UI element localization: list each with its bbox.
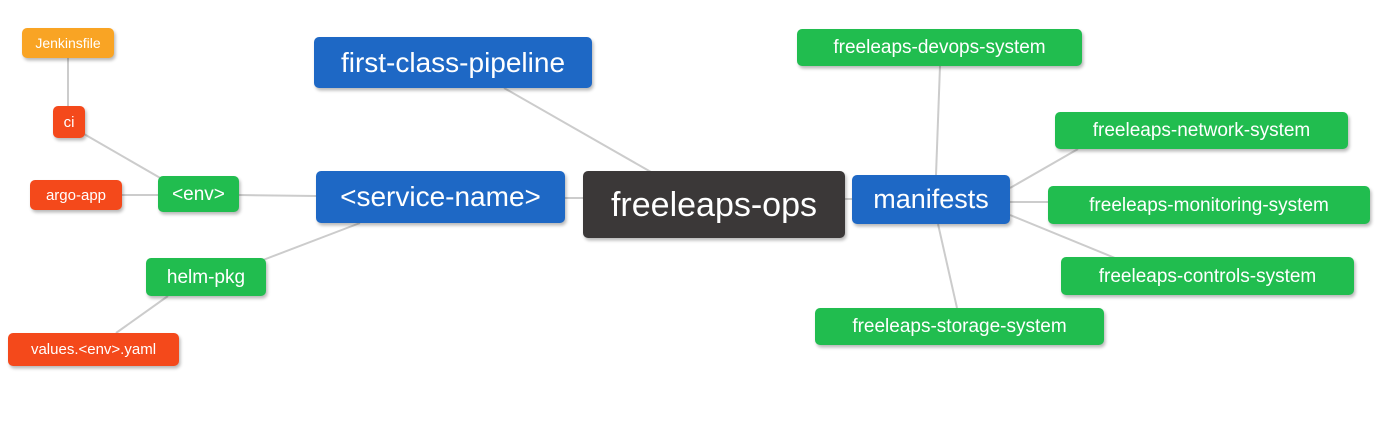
- node-label: freeleaps-ops: [610, 185, 817, 224]
- node-freeleaps-network-system[interactable]: freeleaps-network-system: [1055, 112, 1348, 149]
- node-helm-pkg[interactable]: helm-pkg: [146, 258, 266, 296]
- node-env[interactable]: <env>: [158, 176, 239, 212]
- edge-ci-to-env: [83, 133, 163, 180]
- node-freeleaps-controls-system[interactable]: freeleaps-controls-system: [1061, 257, 1354, 295]
- edge-manifests-to-freeleaps-storage-system: [937, 223, 958, 309]
- node-service-name[interactable]: <service-name>: [316, 171, 565, 223]
- edge-service-name-to-helm-pkg: [262, 222, 361, 261]
- node-manifests[interactable]: manifests: [852, 175, 1010, 224]
- node-label: freeleaps-devops-system: [833, 37, 1046, 58]
- edge-env-to-service-name: [238, 194, 317, 197]
- edge-first-class-pipeline-to-freeleaps-ops: [503, 87, 652, 173]
- node-freeleaps-monitoring-system[interactable]: freeleaps-monitoring-system: [1048, 186, 1370, 224]
- edge-helm-pkg-to-values-env-yaml: [115, 295, 169, 334]
- node-freeleaps-devops-system[interactable]: freeleaps-devops-system: [797, 29, 1082, 66]
- node-label: freeleaps-controls-system: [1098, 265, 1317, 287]
- node-freeleaps-storage-system[interactable]: freeleaps-storage-system: [815, 308, 1104, 345]
- node-jenkinsfile[interactable]: Jenkinsfile: [22, 28, 114, 58]
- node-label: freeleaps-network-system: [1092, 120, 1311, 141]
- node-label: <service-name>: [340, 181, 541, 212]
- node-label: ci: [63, 113, 75, 131]
- node-freeleaps-ops[interactable]: freeleaps-ops: [583, 171, 845, 238]
- edge-manifests-to-freeleaps-devops-system: [935, 65, 941, 176]
- node-label: argo-app: [45, 186, 107, 204]
- edge-manifests-to-freeleaps-controls-system: [1009, 214, 1116, 259]
- node-first-class-pipeline[interactable]: first-class-pipeline: [314, 37, 592, 88]
- node-label: Jenkinsfile: [35, 35, 101, 51]
- node-label: first-class-pipeline: [340, 46, 566, 78]
- edge-manifests-to-freeleaps-network-system: [1009, 148, 1079, 189]
- node-ci[interactable]: ci: [53, 106, 85, 138]
- node-values-env-yaml[interactable]: values.<env>.yaml: [8, 333, 179, 366]
- node-label: freeleaps-storage-system: [852, 316, 1067, 337]
- node-label: <env>: [172, 183, 225, 205]
- node-label: manifests: [873, 184, 989, 214]
- node-label: freeleaps-monitoring-system: [1089, 194, 1329, 216]
- node-argo-app[interactable]: argo-app: [30, 180, 122, 210]
- node-label: values.<env>.yaml: [30, 341, 157, 358]
- node-label: helm-pkg: [166, 266, 246, 288]
